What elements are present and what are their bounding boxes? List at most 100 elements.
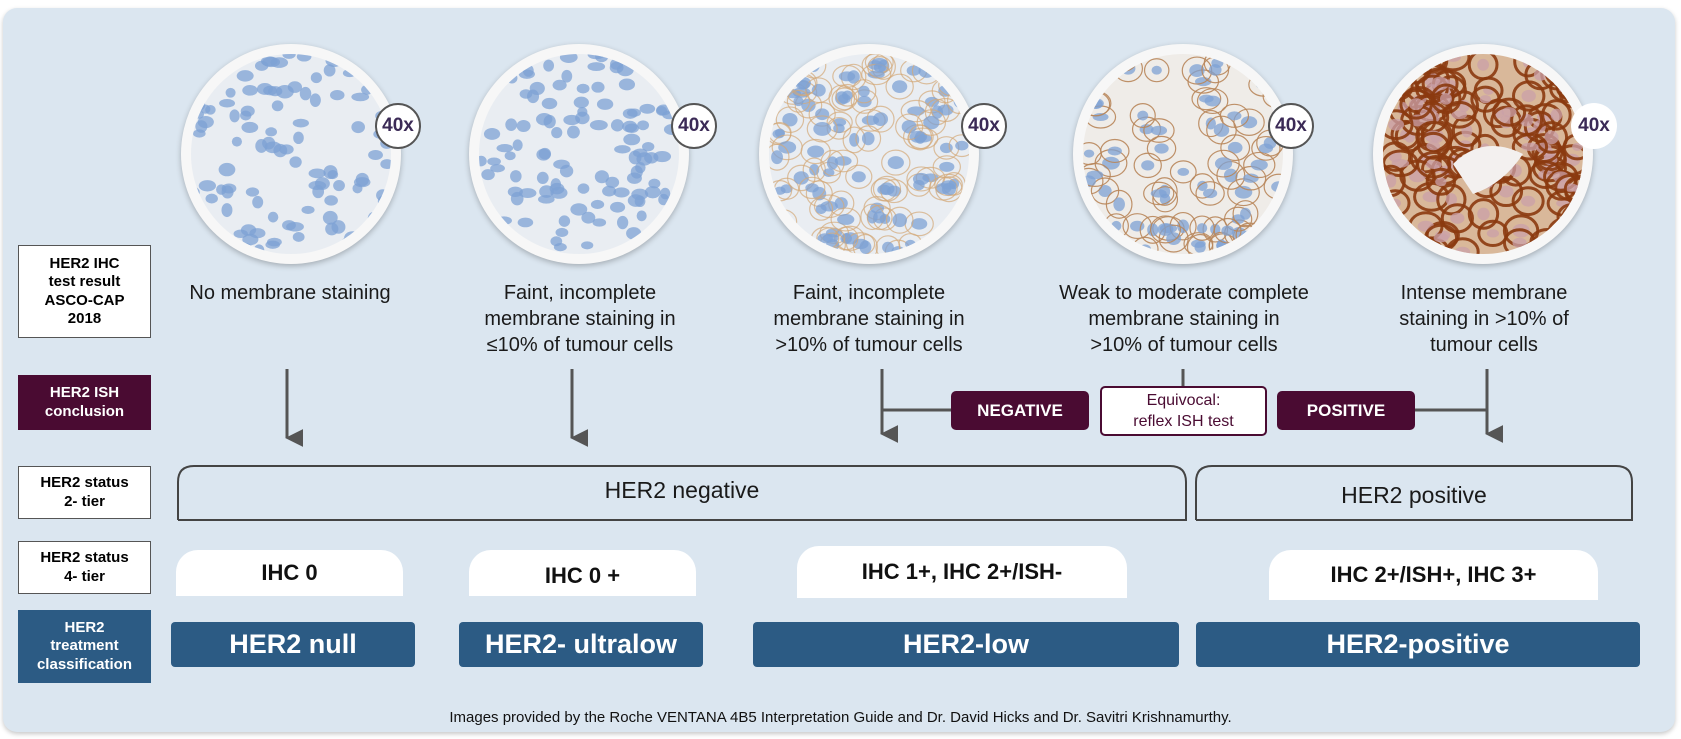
cell-membrane — [835, 83, 860, 107]
cell-membrane — [1436, 183, 1467, 216]
tissue-image-ihc0plus — [479, 54, 679, 254]
cell-nucleus — [660, 187, 671, 200]
cell-membrane — [1158, 224, 1189, 253]
cell-nucleus — [906, 65, 921, 76]
cell-nucleus — [330, 89, 345, 101]
cell-membrane — [934, 173, 963, 197]
cell-membrane — [831, 87, 858, 111]
tier4-her2-low: IHC 1+, IHC 2+/ISH- — [797, 546, 1127, 598]
cell-membrane — [866, 105, 895, 133]
cell-nucleus — [309, 93, 321, 107]
cell-nucleus — [616, 63, 634, 77]
cell-nucleus — [576, 83, 590, 94]
cell-membrane — [902, 124, 934, 150]
treatment-her2-null: HER2 null — [171, 622, 415, 667]
cell-nucleus — [1521, 142, 1539, 152]
cell-nucleus — [559, 164, 574, 178]
cell-nucleus — [550, 236, 563, 247]
cell-nucleus — [1433, 233, 1449, 243]
cell-nucleus — [1477, 58, 1490, 71]
cell-membrane — [1143, 181, 1175, 206]
cell-nucleus — [1154, 143, 1169, 154]
cell-nucleus — [1194, 241, 1206, 253]
cell-nucleus — [1092, 112, 1109, 122]
cell-membrane — [851, 79, 877, 104]
cell-nucleus — [1425, 160, 1442, 170]
cell-membrane — [798, 176, 826, 200]
cell-nucleus — [1197, 180, 1208, 192]
cell-nucleus — [851, 171, 866, 183]
cell-nucleus — [218, 162, 236, 177]
cell-membrane — [1149, 215, 1181, 244]
micrograph-ihc0 — [181, 44, 401, 264]
cell-nucleus — [265, 240, 280, 249]
cell-nucleus — [1431, 76, 1450, 91]
cell-membrane — [1189, 173, 1216, 199]
cell-nucleus — [1083, 149, 1095, 158]
cell-nucleus — [479, 155, 487, 167]
cell-nucleus — [322, 210, 338, 225]
cell-membrane — [771, 134, 803, 161]
image-credit-footer: Images provided by the Roche VENTANA 4B5… — [449, 709, 1232, 726]
cell-nucleus — [912, 172, 930, 185]
cell-nucleus — [1203, 188, 1218, 199]
cell-nucleus — [490, 164, 505, 173]
cell-nucleus — [622, 120, 638, 133]
row-label-status-2tier: HER2 status 2- tier — [18, 466, 151, 519]
cell-nucleus — [911, 218, 928, 230]
cell-nucleus — [541, 97, 558, 110]
cell-nucleus — [632, 148, 648, 158]
cell-membrane — [1251, 135, 1281, 161]
cell-nucleus — [892, 213, 907, 228]
cell-nucleus — [1098, 184, 1112, 197]
cell-nucleus — [1521, 89, 1536, 103]
cell-nucleus — [270, 57, 289, 68]
cell-nucleus — [655, 106, 668, 116]
cell-nucleus — [793, 171, 809, 185]
cell-nucleus — [481, 169, 495, 181]
cell-membrane — [1152, 186, 1179, 213]
cell-membrane — [832, 64, 862, 88]
cell-nucleus — [859, 240, 872, 254]
row-label-status-4tier: HER2 status 4- tier — [18, 541, 151, 594]
cell-nucleus — [807, 145, 825, 158]
tier2-positive-label: HER2 positive — [1341, 482, 1487, 508]
cell-membrane — [1196, 88, 1229, 115]
cell-nucleus — [1550, 108, 1563, 122]
cell-nucleus — [636, 210, 647, 222]
cell-nucleus — [282, 54, 296, 59]
cell-nucleus — [618, 78, 636, 91]
cell-nucleus — [861, 131, 875, 146]
cell-nucleus — [1208, 64, 1222, 76]
cell-nucleus — [1426, 141, 1441, 151]
cell-nucleus — [1439, 93, 1452, 105]
ish-equivocal-pill: Equivocal: reflex ISH test — [1100, 386, 1267, 436]
cell-nucleus — [255, 139, 268, 153]
cell-nucleus — [939, 161, 955, 172]
cell-nucleus — [940, 180, 957, 190]
cell-nucleus — [1151, 65, 1162, 75]
cell-nucleus — [805, 183, 819, 193]
cell-nucleus — [1521, 195, 1536, 207]
treatment-her2-positive: HER2-positive — [1196, 622, 1640, 667]
cell-membrane — [805, 77, 833, 104]
cell-membrane — [830, 207, 861, 232]
cell-nucleus — [512, 139, 523, 151]
cell-nucleus — [276, 84, 294, 99]
cell-nucleus — [590, 199, 605, 209]
treatment-her2-low: HER2-low — [753, 622, 1179, 667]
cell-membrane — [1233, 108, 1265, 136]
staining-description-ihc2plus: Weak to moderate complete membrane stain… — [1059, 282, 1309, 356]
magnification-badge: 40x — [671, 103, 717, 149]
cell-nucleus — [613, 187, 630, 198]
staining-description-ihc0: No membrane staining — [189, 282, 391, 304]
cell-membrane — [1399, 88, 1433, 120]
cell-nucleus — [1391, 159, 1410, 168]
cell-membrane — [1191, 87, 1222, 111]
cell-nucleus — [644, 186, 661, 199]
cell-nucleus — [292, 118, 309, 128]
cell-membrane — [908, 124, 933, 151]
cell-nucleus — [567, 125, 580, 139]
cell-nucleus — [815, 204, 827, 215]
cell-nucleus — [325, 222, 339, 236]
